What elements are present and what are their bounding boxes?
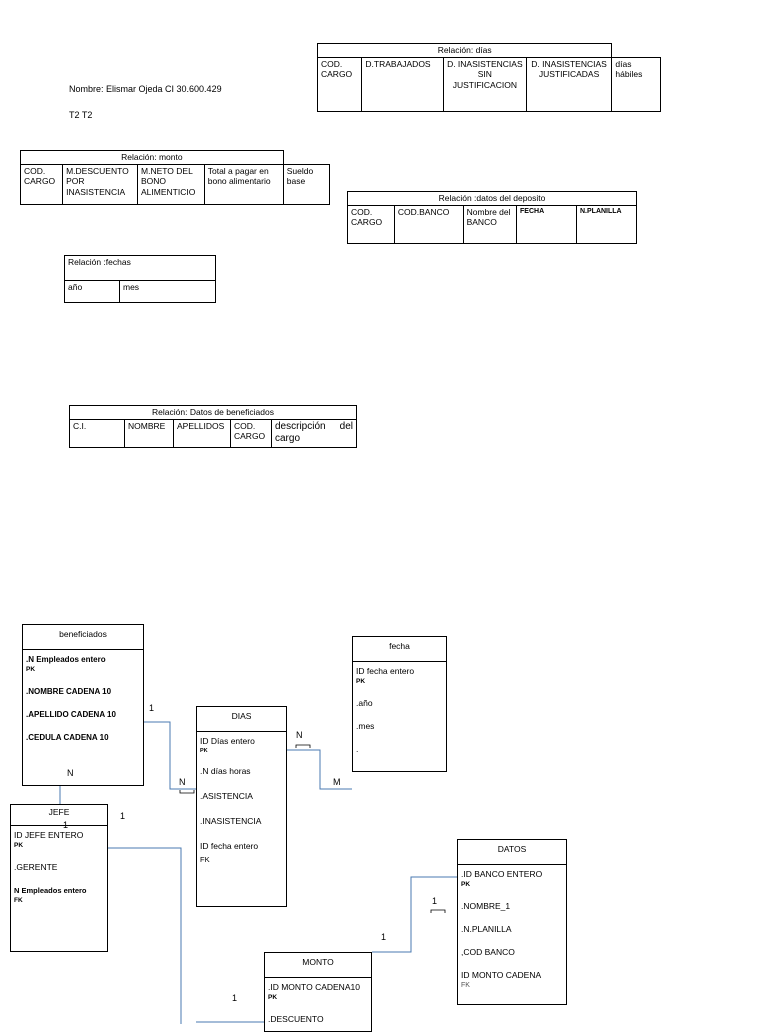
relation-table-monto: Relación: monto COD. CARGO M.DESCUENTO P… bbox=[19, 150, 331, 205]
entity-jefe: JEFE ID JEFE ENTERO PK .GERENTE N Emplea… bbox=[10, 804, 108, 952]
cardinality-label: 1 bbox=[63, 820, 69, 830]
crowfoot-dias-left bbox=[179, 790, 195, 794]
entity-field: .año bbox=[356, 698, 373, 708]
relation-table-deposito: Relación :datos del deposito COD. CARGO … bbox=[347, 191, 637, 244]
entity-field: .INASISTENCIA bbox=[200, 816, 262, 826]
entity-title: MONTO bbox=[265, 953, 371, 978]
fk-marker: FK bbox=[200, 855, 210, 864]
entity-field: . bbox=[356, 744, 359, 754]
entity-field: .DESCUENTO bbox=[268, 1014, 324, 1024]
line-jefe-monto bbox=[108, 847, 182, 1024]
pk-marker: PK bbox=[200, 748, 208, 754]
line-dias-fecha bbox=[287, 749, 352, 790]
entity-field: .APELLIDO CADENA 10 bbox=[26, 710, 116, 719]
entity-field: .GERENTE bbox=[14, 862, 58, 872]
relation-caption: Relación: días bbox=[316, 43, 613, 58]
relation-column: D. INASISTENCIAS JUSTIFICADAS bbox=[525, 56, 613, 112]
relation-column: Nombre del BANCO bbox=[462, 204, 518, 244]
entity-field: ID JEFE ENTERO bbox=[14, 830, 84, 840]
cardinality-label: N bbox=[179, 777, 186, 787]
relation-column: COD. CARGO bbox=[347, 204, 395, 244]
pk-marker: PK bbox=[356, 678, 366, 685]
relation-column: año bbox=[64, 280, 120, 303]
student-name: Nombre: Elismar Ojeda CI 30.600.429 bbox=[69, 84, 222, 94]
relation-column: N.PLANILLA bbox=[576, 204, 637, 244]
entity-field: .CEDULA CADENA 10 bbox=[26, 733, 109, 742]
relation-column: Total a pagar en bono alimentario bbox=[203, 163, 284, 205]
relation-table-fechas: Relación :fechas año mes bbox=[64, 255, 216, 303]
entity-field: .NOMBRE_1 bbox=[461, 901, 511, 911]
crowfoot-dias-right bbox=[295, 744, 311, 748]
cardinality-label: N bbox=[67, 768, 74, 778]
relation-column: M.DESCUENTO POR INASISTENCIA bbox=[62, 163, 139, 205]
relation-caption: Relación: monto bbox=[20, 150, 284, 165]
entity-title: beneficiados bbox=[23, 625, 143, 650]
entity-field: ID Días entero bbox=[200, 736, 255, 746]
entity-field: .N días horas bbox=[200, 766, 251, 776]
cardinality-label: 1 bbox=[120, 811, 126, 821]
entity-field: ID fecha entero bbox=[356, 666, 415, 676]
fk-marker: FK bbox=[14, 897, 23, 904]
entity-title: DIAS bbox=[197, 707, 286, 732]
entity-title: JEFE bbox=[11, 805, 107, 826]
cardinality-label: 1 bbox=[381, 932, 387, 942]
entity-field: ID MONTO CADENA bbox=[461, 970, 542, 980]
relation-caption: Relación :datos del deposito bbox=[347, 191, 637, 206]
pk-marker: PK bbox=[14, 842, 24, 849]
relation-column: COD.BANCO bbox=[393, 204, 464, 244]
cardinality-label: M bbox=[333, 777, 341, 787]
relation-table-beneficiados: Relación: Datos de beneficiados C.I. NOM… bbox=[69, 405, 357, 448]
crowfoot-datos bbox=[430, 909, 446, 913]
entity-title: fecha bbox=[353, 637, 446, 662]
entity-field: .ASISTENCIA bbox=[200, 791, 253, 801]
cardinality-label: 1 bbox=[232, 993, 238, 1003]
entity-field: ,COD BANCO bbox=[461, 947, 515, 957]
pk-marker: PK bbox=[461, 881, 471, 888]
relation-caption: Relación :fechas bbox=[64, 255, 216, 281]
entity-datos: DATOS .ID BANCO ENTERO PK .NOMBRE_1 .N.P… bbox=[457, 839, 567, 1005]
entity-field: .ID MONTO CADENA10 bbox=[268, 982, 360, 992]
pk-marker: PK bbox=[26, 666, 36, 673]
relation-column: Sueldo base bbox=[282, 163, 331, 205]
relation-column: D. INASISTENCIAS SIN JUSTIFICACION bbox=[443, 56, 527, 112]
relation-caption: Relación: Datos de beneficiados bbox=[69, 405, 357, 420]
relation-column: mes bbox=[119, 280, 216, 303]
relation-column: APELLIDOS bbox=[173, 418, 231, 448]
pk-marker: PK bbox=[268, 994, 278, 1001]
entity-field: .N.PLANILLA bbox=[461, 924, 512, 934]
entity-beneficiados: beneficiados .N Empleados entero PK .NOM… bbox=[22, 624, 144, 786]
entity-field: N Empleados entero bbox=[14, 886, 87, 895]
line-beneficiados-dias bbox=[144, 721, 197, 790]
task-label: T2 T2 bbox=[69, 110, 93, 120]
relation-column: M.NETO DEL BONO ALIMENTICIO bbox=[137, 163, 205, 205]
entity-monto: MONTO .ID MONTO CADENA10 PK .DESCUENTO bbox=[264, 952, 372, 1032]
relation-column: COD. CARGO bbox=[316, 56, 363, 112]
cardinality-label: 1 bbox=[432, 896, 438, 906]
fk-marker: FK bbox=[461, 982, 470, 989]
relation-column: D.TRABAJADOS bbox=[361, 56, 445, 112]
entity-field: .N Empleados entero bbox=[26, 655, 106, 664]
entity-field: .ID BANCO ENTERO bbox=[461, 869, 543, 879]
entity-fecha: fecha ID fecha entero PK .año .mes . bbox=[352, 636, 447, 772]
relation-column: NOMBRE bbox=[124, 418, 174, 448]
entity-field: .NOMBRE CADENA 10 bbox=[26, 687, 112, 696]
entity-field: ID fecha entero bbox=[200, 841, 259, 851]
relation-column: COD. CARGO bbox=[230, 418, 272, 448]
relation-table-dias: Relación: días COD. CARGO D.TRABAJADOS D… bbox=[316, 43, 661, 112]
relation-column: C.I. bbox=[69, 418, 125, 448]
cardinality-label: 1 bbox=[149, 703, 155, 713]
line-monto-datos bbox=[372, 876, 457, 953]
relation-column: días hábiles bbox=[611, 56, 661, 112]
relation-column: descripción del cargo bbox=[271, 418, 357, 448]
entity-dias: DIAS ID Días entero PK .N días horas .AS… bbox=[196, 706, 287, 907]
entity-title: DATOS bbox=[458, 840, 566, 865]
relation-column: FECHA bbox=[516, 204, 577, 244]
cardinality-label: N bbox=[296, 730, 303, 740]
relation-column: COD. CARGO bbox=[19, 163, 64, 205]
entity-field: .mes bbox=[356, 721, 375, 731]
